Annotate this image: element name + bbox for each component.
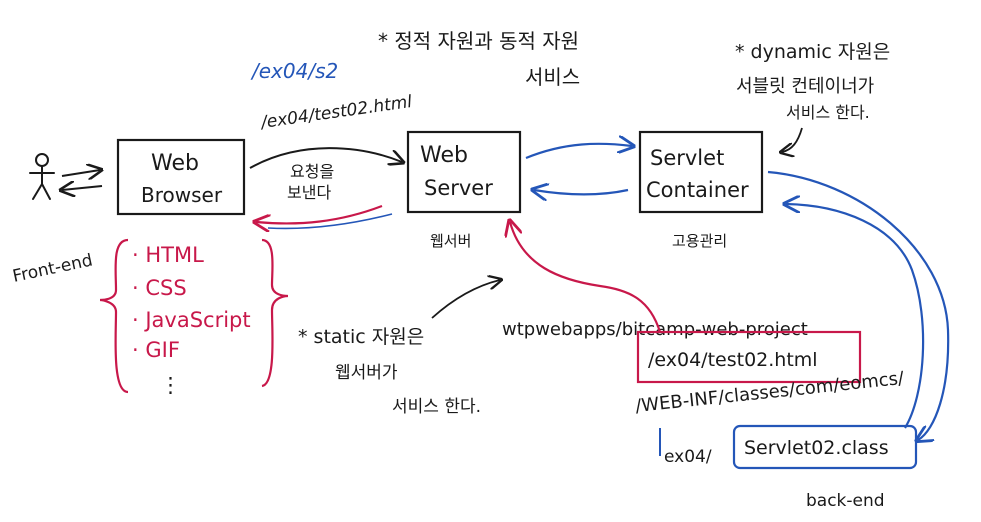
- server-to-container-arrow: [525, 144, 632, 160]
- frontend-item-javascript: · JavaScript: [132, 308, 251, 332]
- webapps-path: wtpwebapps/bitcamp-web-project: [502, 319, 808, 340]
- static-file-box: [636, 330, 862, 384]
- dynamic-note-arrow: [782, 127, 803, 152]
- request-action-line2: 보낸다: [287, 183, 331, 202]
- web-browser-label-line2: Browser: [141, 183, 223, 207]
- static-note-arrow: [431, 280, 500, 319]
- dynamic-note-line3: 서비스 한다.: [786, 103, 870, 122]
- web-server-caption: 웹서버: [430, 232, 471, 250]
- dynamic-note-line1: * dynamic 자원은: [735, 41, 890, 63]
- web-server-box: [406, 130, 522, 214]
- static-file-path: /ex04/test02.html: [648, 349, 818, 371]
- request-action-line1: 요청을: [290, 162, 334, 181]
- class-path-prefix: ex04/: [664, 447, 712, 467]
- frontend-right-brace: [261, 238, 289, 388]
- stick-figure-user-icon: [29, 153, 55, 200]
- web-browser-box: [116, 138, 246, 216]
- server-to-browser-response-arrow: [256, 204, 383, 223]
- browser-to-user-arrow: [62, 186, 103, 190]
- path-label: /ex04/s2: [250, 59, 338, 83]
- frontend-title: Front-end: [11, 250, 95, 286]
- servlet-container-label-line1: Servlet: [650, 146, 724, 170]
- static-file-to-server-arrow: [510, 222, 662, 333]
- backend-label: back-end: [806, 491, 885, 511]
- browser-to-server-arrow: [249, 147, 402, 169]
- static-note-line2: 웹서버가: [335, 363, 398, 383]
- web-server-label-line2: Server: [424, 176, 493, 200]
- frontend-item-gif: · GIF: [132, 338, 180, 362]
- title-line2: 서비스: [525, 65, 580, 89]
- container-to-server-arrow: [534, 190, 629, 195]
- frontend-item-more: ⋮: [160, 373, 181, 397]
- servlet-container-caption: 고용관리: [672, 232, 727, 250]
- request-url-label: /ex04/test02.html: [258, 92, 414, 133]
- static-note-line1: * static 자원은: [298, 326, 424, 348]
- container-to-class-file-arrow: [767, 170, 950, 440]
- dynamic-note-line2: 서블릿 컨테이너가: [736, 76, 874, 97]
- classes-dir-path: /WEB-INF/classes/com/eomcs/: [634, 368, 906, 417]
- class-file-to-container-arrow: [786, 204, 925, 429]
- class-file-name: Servlet02.class: [744, 437, 889, 459]
- servlet-container-label-line2: Container: [646, 178, 749, 202]
- frontend-left-brace: [99, 238, 129, 394]
- title-line1: * 정적 자원과 동적 자원: [378, 29, 579, 53]
- frontend-item-html: · HTML: [132, 243, 204, 267]
- class-file-box: [732, 424, 918, 470]
- server-to-browser-response-arrow-blue: [267, 213, 393, 230]
- web-server-label-line1: Web: [420, 143, 468, 168]
- user-to-browser-arrow: [61, 170, 100, 176]
- servlet-container-box: [638, 130, 764, 214]
- web-browser-label-line1: Web: [151, 151, 199, 176]
- frontend-item-css: · CSS: [132, 276, 187, 300]
- static-note-line3: 서비스 한다.: [392, 397, 481, 417]
